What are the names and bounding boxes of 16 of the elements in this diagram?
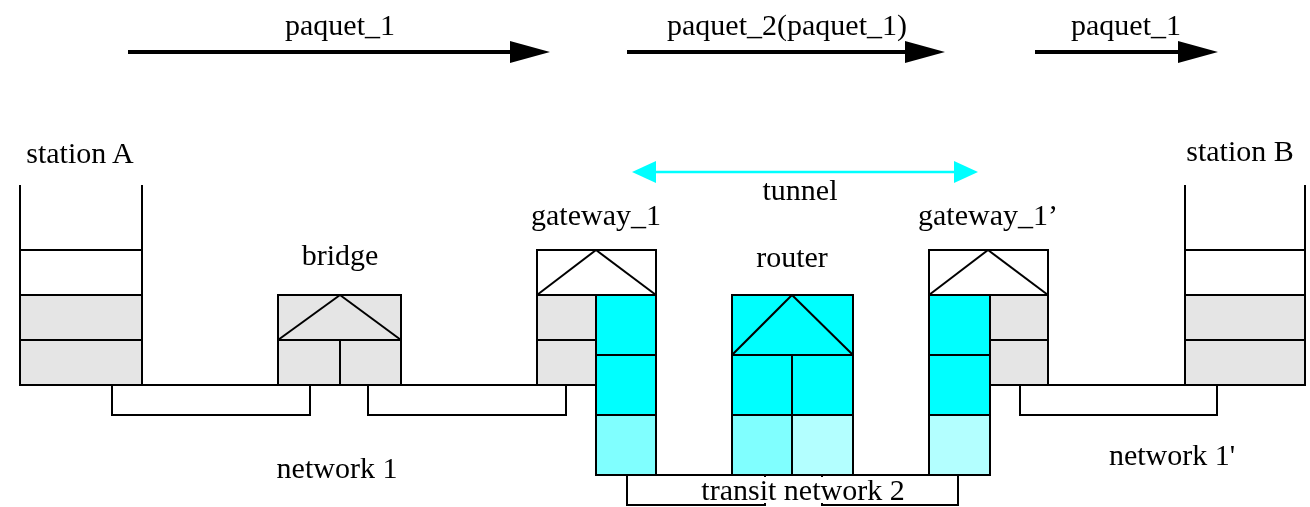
device-label: station B — [1186, 136, 1294, 166]
network-bar — [111, 384, 311, 416]
network-label: transit network 2 — [701, 477, 905, 503]
network-label: network 1 — [276, 453, 398, 483]
network-bar — [367, 384, 567, 416]
device-label: station A — [26, 138, 134, 168]
network-bar — [1019, 384, 1218, 416]
packet-label: paquet_1 — [1071, 10, 1181, 40]
device-label: gateway_1 — [531, 200, 661, 230]
packet-label: paquet_1 — [285, 10, 395, 40]
device-label: bridge — [301, 240, 379, 270]
device-label: router — [756, 242, 828, 272]
device-label: gateway_1’ — [918, 200, 1058, 230]
network-label: network 1' — [1108, 440, 1236, 470]
tunnel-label: tunnel — [762, 175, 838, 205]
packet-label: paquet_2(paquet_1) — [667, 10, 907, 40]
